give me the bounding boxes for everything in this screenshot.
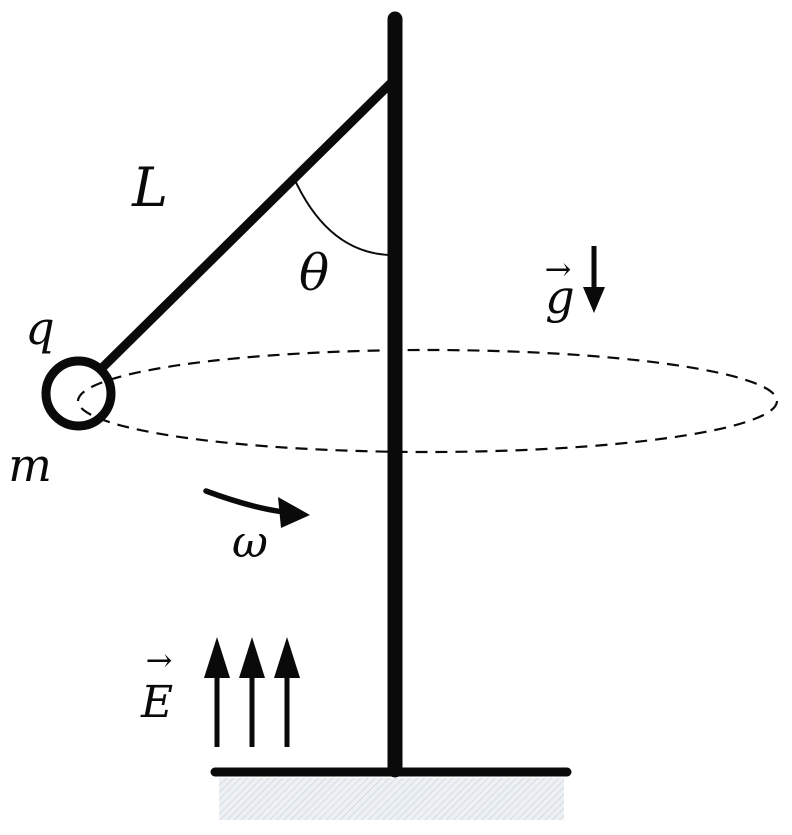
angle-arc [292,175,390,256]
angular-velocity-label: ω [232,517,268,568]
gravity-arrowhead-icon [583,287,605,313]
gravity-vector-arrow-icon: → [545,250,572,288]
ground-hatch [219,778,564,820]
charge-label: q [25,301,54,355]
electric-field-label: E [140,677,173,728]
field-vector-arrow-icon: → [146,641,173,679]
string-length-label: L [131,156,168,219]
angle-label: θ [299,244,329,302]
angular-velocity-arrow [203,488,310,528]
gravity-arrow [583,246,605,313]
e-field-arrowhead-icon-1 [204,637,230,678]
pendulum-string [98,77,397,372]
trajectory-dashed-ellipse [76,348,779,454]
e-field-arrowhead-icon-3 [274,637,300,678]
gravity-label: g [545,270,574,324]
electric-field-arrows [204,637,300,747]
omega-arrow-shaft [203,488,287,515]
omega-arrowhead-icon [278,497,310,528]
mass-label: m [8,438,52,492]
e-field-arrowhead-icon-2 [239,637,265,678]
pendulum-ball [41,356,116,431]
